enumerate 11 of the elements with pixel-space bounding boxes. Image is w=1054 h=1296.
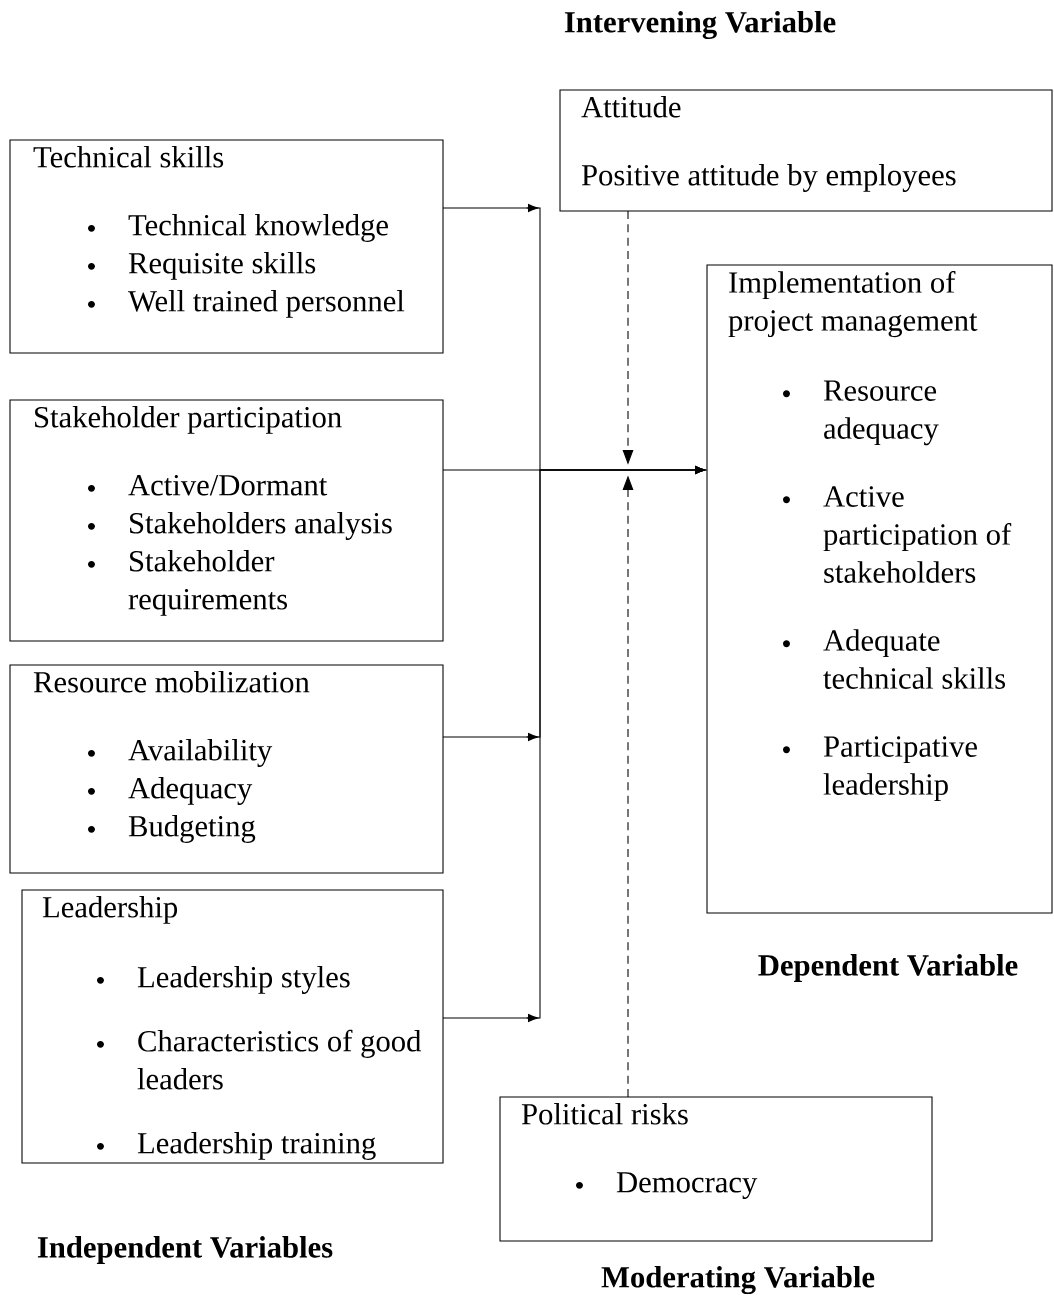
variable-box: Implementation of project management Resource adequacy Active participation of stakeholders Adequate technical skills Participative leadership	[706, 264, 1053, 914]
variable-box: Technical skills Technical knowledge Requisite skills Well trained personnel	[9, 139, 444, 354]
variable-box: Political risks Democracy	[499, 1096, 933, 1242]
variable-box: Attitude Positive attitude by employees	[559, 89, 1053, 212]
section-heading: Intervening Variable	[564, 10, 836, 40]
variable-box: Stakeholder participation Active/Dormant Stakeholders analysis Stakeholder requirements	[9, 399, 444, 642]
variable-box: Resource mobilization Availability Adequacy Budgeting	[9, 664, 444, 874]
variable-box: Leadership Leadership styles Characteristics of good leaders Leadership training	[21, 889, 444, 1164]
section-heading: Dependent Variable	[758, 954, 1018, 982]
arrow	[442, 466, 706, 1022]
section-heading: Independent Variables	[37, 1236, 333, 1264]
